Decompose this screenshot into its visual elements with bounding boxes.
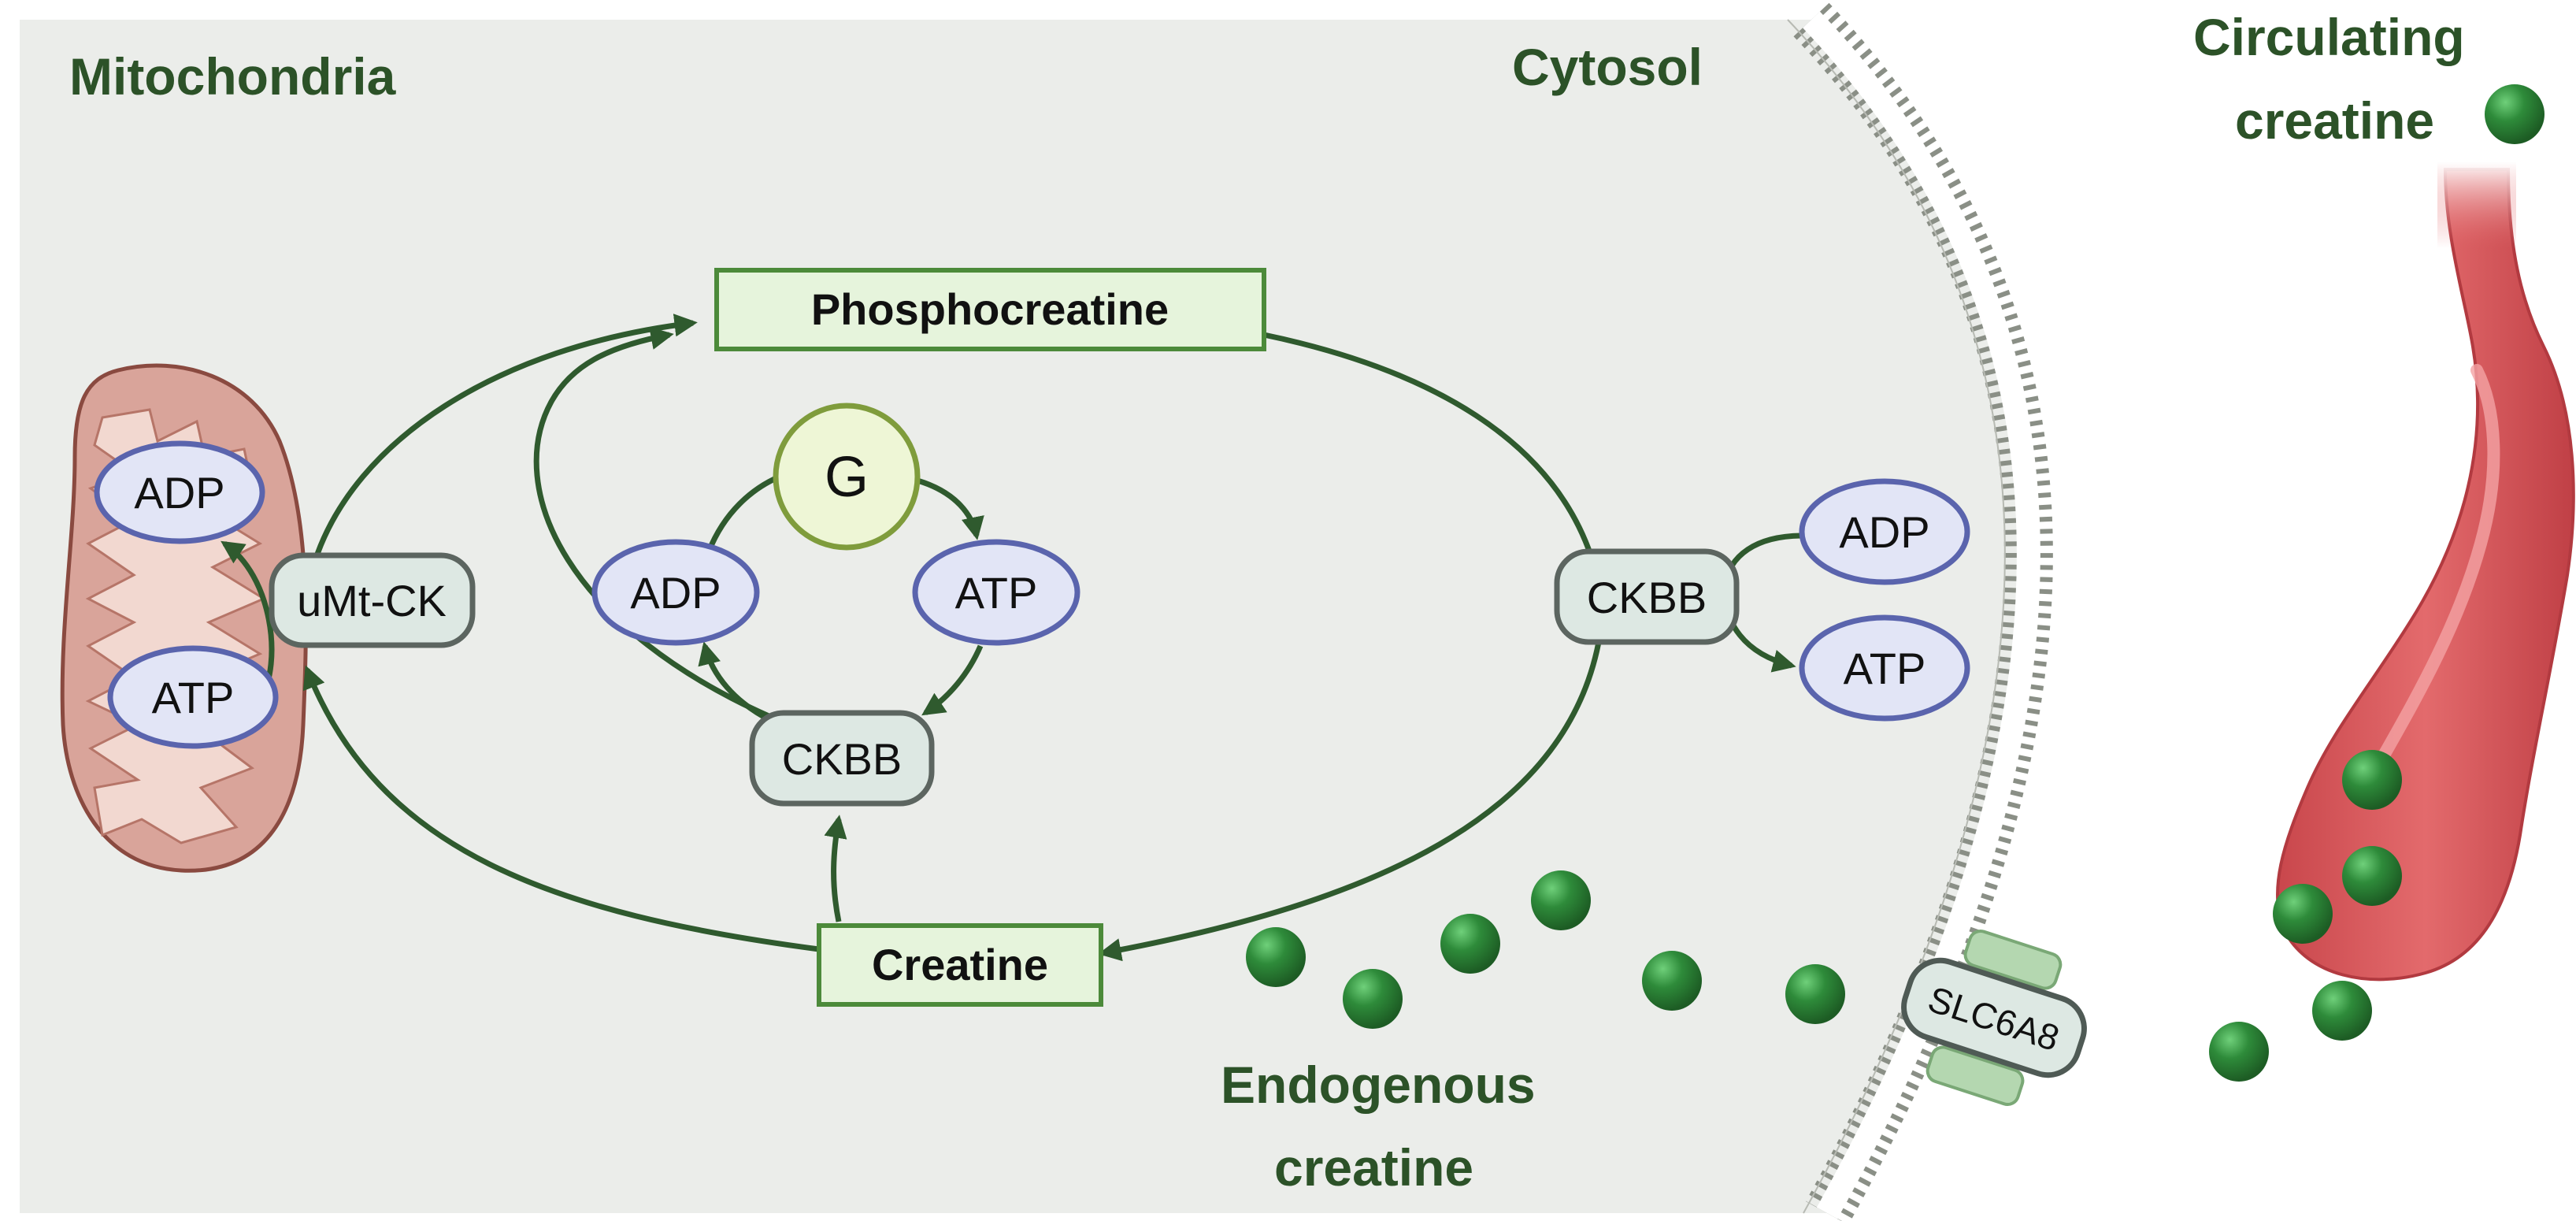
ckbb-center-pill [749, 710, 935, 807]
creatine-molecule [1246, 927, 1306, 987]
arrow-atp-to-ckbb-center [921, 644, 984, 716]
arrow-adp-to-g [706, 473, 781, 553]
center-adp-node: ADP [591, 539, 760, 646]
phosphocreatine-box [714, 268, 1266, 351]
creatine-shuttle-cycle [221, 314, 1804, 962]
ckbb-right-enzyme: CKBB [1554, 548, 1740, 645]
right-atp-node: ATP [1799, 614, 1970, 722]
ckbb-center-label: CKBB [782, 734, 903, 784]
mito-atp-label: ATP [152, 673, 235, 722]
slc6a8-pill [1901, 957, 2087, 1078]
creatine-molecule [2342, 846, 2402, 906]
circulating-creatine-legend-ball [2485, 84, 2544, 144]
glycolysis-node: G [773, 403, 921, 551]
creatine-label: Creatine [872, 940, 1048, 989]
slc6a8-channel-bottom [1926, 1045, 2025, 1107]
endogenous-creatine-label-line1: Endogenous [1221, 1056, 1536, 1114]
blood-vessel [2275, 161, 2575, 982]
endogenous-creatine-label-line2: creatine [1274, 1138, 1473, 1197]
mito-atp-ellipse [107, 645, 279, 749]
center-atp-node: ATP [912, 539, 1080, 646]
arrow-umtck-to-phosphocreatine [312, 314, 698, 562]
arrow-ckbb-center-to-adp [698, 641, 765, 720]
right-atp-ellipse [1799, 614, 1970, 722]
creatine-box [817, 923, 1103, 1007]
mito-adp-node: ADP [94, 440, 265, 544]
circulating-creatine-label-line2: creatine [2235, 91, 2434, 150]
mito-atp-node: ATP [107, 645, 279, 749]
cytosol-label: Cytosol [1512, 38, 1703, 96]
arrow-ckbb-right-to-creatine [1098, 641, 1602, 962]
creatine-molecule [1440, 914, 1500, 974]
arrow-phosphocreatine-to-ckbb-right [1263, 332, 1594, 557]
creatine-molecules [1246, 84, 2544, 1082]
creatine-node: Creatine [817, 923, 1103, 1007]
center-adp-label: ADP [630, 568, 721, 618]
ckbb-center-enzyme: CKBB [749, 710, 935, 807]
creatine-molecule [2209, 1022, 2269, 1082]
umtck-pill [269, 552, 476, 648]
center-atp-label: ATP [955, 568, 1038, 618]
arrow-creatine-to-umtck [302, 665, 820, 952]
right-adp-ellipse [1799, 478, 1970, 585]
umtck-label: uMt-CK [297, 576, 447, 625]
creatine-molecule [2342, 750, 2402, 810]
creatine-molecule [1642, 951, 1702, 1011]
glycolysis-circle [773, 403, 921, 551]
center-atp-ellipse [912, 539, 1080, 646]
blood-vessel-body [2275, 168, 2575, 982]
slc6a8-channel-top [1963, 929, 2063, 990]
cell-membrane-outer-line [1787, 19, 2006, 1214]
mito-adp-ellipse [94, 440, 265, 544]
glycolysis-label: G [825, 446, 869, 509]
umtck-enzyme: uMt-CK [269, 552, 476, 648]
slc6a8-transporter: SLC6A8 [1901, 929, 2087, 1107]
circulating-creatine-label-line1: Circulating [2193, 8, 2465, 66]
ckbb-right-pill [1554, 548, 1740, 645]
creatine-molecule [1531, 870, 1591, 930]
mitochondria-label: Mitochondria [69, 47, 397, 106]
arrow-g-to-atp [916, 477, 984, 540]
blood-vessel-highlight [2368, 364, 2500, 778]
arrow-creatine-to-ckbb-center [824, 815, 847, 922]
creatine-molecule [1785, 964, 1845, 1024]
creatine-molecule [2312, 981, 2372, 1041]
right-atp-label: ATP [1844, 644, 1926, 693]
creatine-molecule [1343, 969, 1403, 1029]
right-adp-node: ADP [1799, 478, 1970, 585]
phosphocreatine-label: Phosphocreatine [811, 284, 1169, 334]
mito-adp-label: ADP [134, 468, 224, 518]
blood-vessel-fade [2437, 161, 2516, 248]
phosphocreatine-node: Phosphocreatine [714, 268, 1266, 351]
center-adp-ellipse [591, 539, 760, 646]
creatine-molecule [2273, 884, 2333, 944]
right-adp-label: ADP [1839, 507, 1929, 557]
arrow-ckbb-center-to-phosphocreatine [533, 326, 781, 724]
ckbb-right-label: CKBB [1587, 573, 1707, 622]
